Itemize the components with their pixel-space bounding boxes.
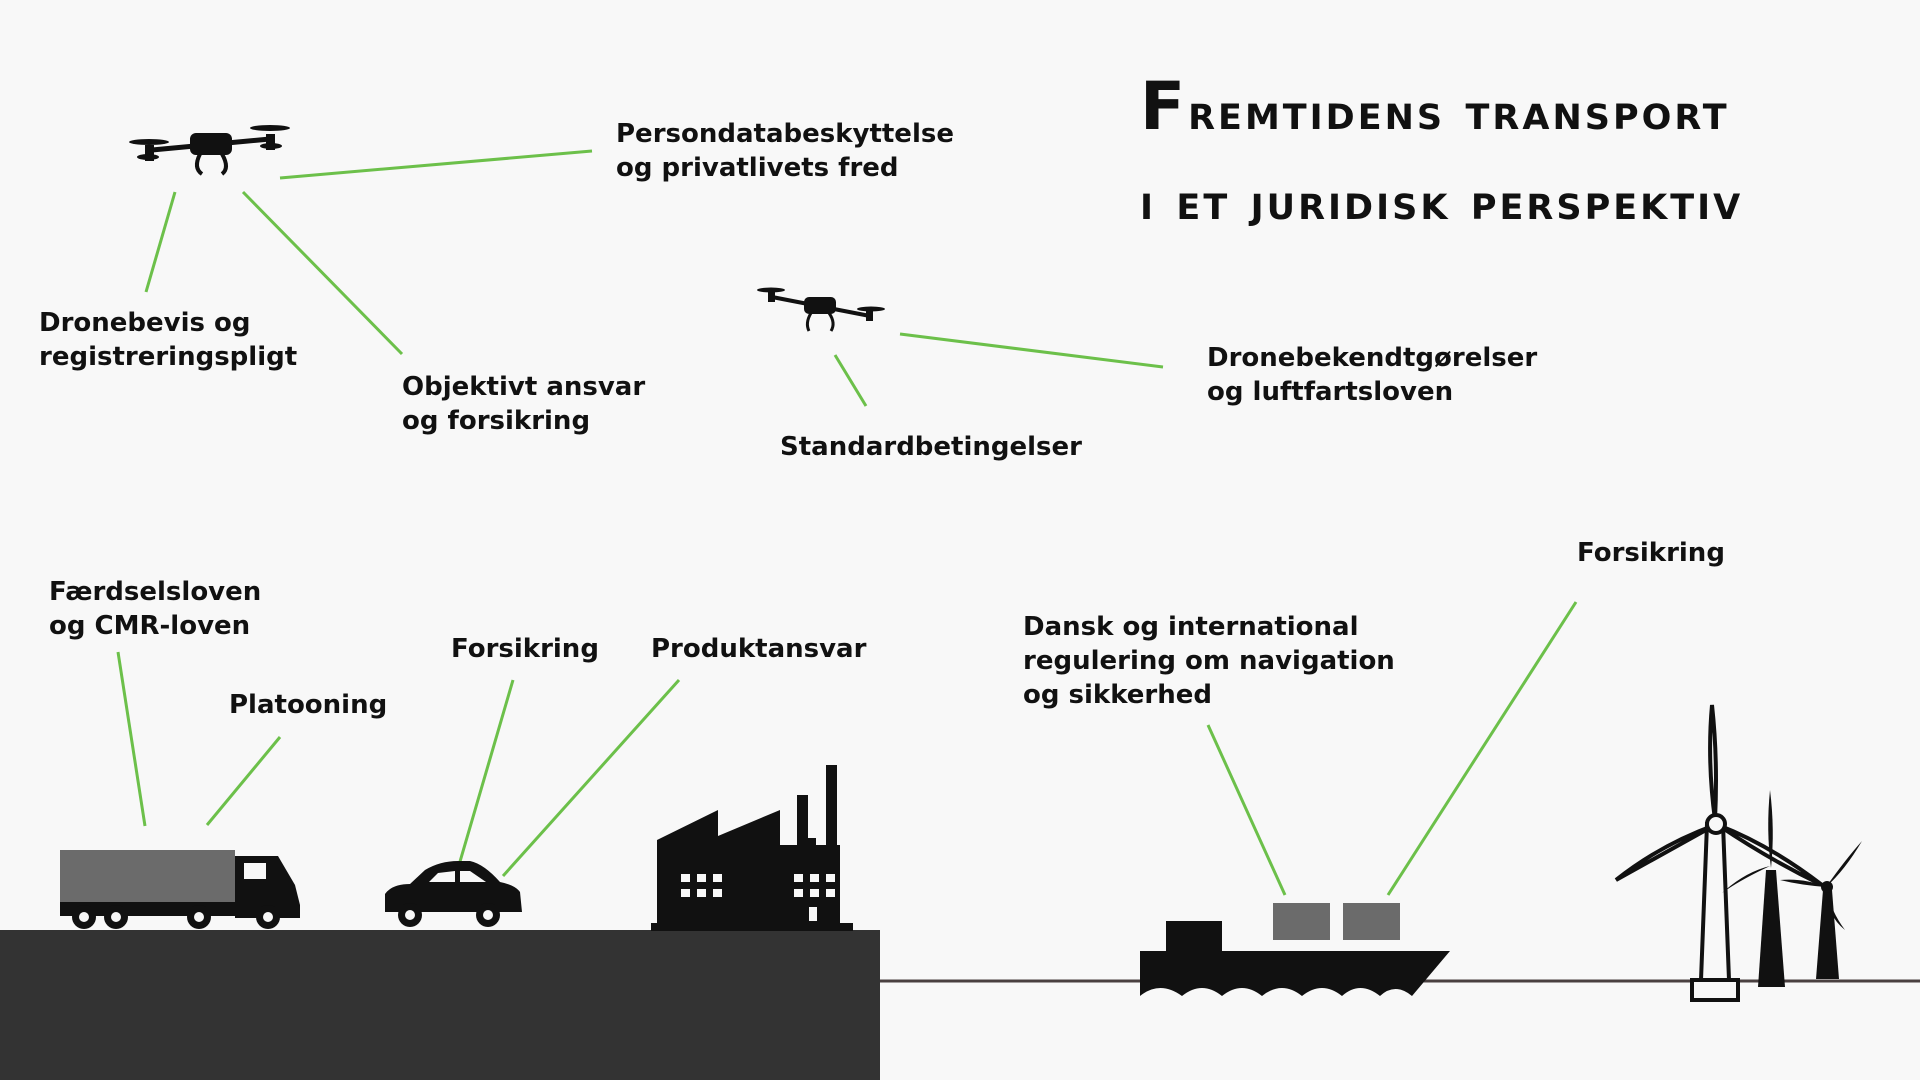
label-line: Forsikring <box>1577 538 1725 568</box>
connector-dronebek <box>899 332 1164 369</box>
label-line: Persondatabeskyttelse <box>616 119 954 149</box>
factory-icon <box>651 765 853 931</box>
truck-icon <box>60 850 300 929</box>
connector-persondata <box>279 149 593 180</box>
label-line: og CMR-loven <box>49 611 251 641</box>
drone-icon <box>129 125 290 176</box>
wind-turbine-icon <box>1614 704 1862 1002</box>
label-line: og sikkerhed <box>1023 680 1213 710</box>
label-line: Produktansvar <box>651 634 867 664</box>
label-platooning: Platooning <box>229 688 387 722</box>
ship-container <box>1343 903 1400 940</box>
label-line: og forsikring <box>402 406 591 436</box>
label-forsikring-wind: Forsikring <box>1577 536 1725 570</box>
label-line: Objektivt ansvar <box>402 372 646 402</box>
label-dronebekendtgorelser: Dronebekendtgørelser og luftfartsloven <box>1207 341 1537 409</box>
drone-icon <box>757 287 885 332</box>
title-rest: remtidens transport <box>1188 83 1730 141</box>
label-line: registreringspligt <box>39 342 298 372</box>
label-dansk-international: Dansk og international regulering om nav… <box>1023 610 1395 712</box>
label-line: Forsikring <box>451 634 599 664</box>
label-line: Færdselsloven <box>49 577 262 607</box>
ship-icon <box>1140 903 1450 996</box>
label-faerdselsloven: Færdselsloven og CMR-loven <box>49 575 261 643</box>
label-line: og privatlivets fred <box>616 153 899 183</box>
label-line: Dansk og international <box>1023 612 1359 642</box>
ship-container <box>1273 903 1330 940</box>
page-title: Fremtidens transport i et juridisk persp… <box>1140 62 1743 247</box>
label-line: Platooning <box>229 690 388 720</box>
connector-dansk <box>1206 724 1287 896</box>
label-forsikring-car: Forsikring <box>451 632 599 666</box>
land-ground <box>0 930 880 1080</box>
title-line-2: i et juridisk perspektiv <box>1140 173 1744 231</box>
car-icon <box>385 861 522 927</box>
label-objektivt-ansvar: Objektivt ansvar og forsikring <box>402 370 645 438</box>
label-line: Standardbetingelser <box>780 432 1082 462</box>
label-line: regulering om navigation <box>1023 646 1395 676</box>
label-dronebevis: Dronebevis og registreringspligt <box>39 306 297 374</box>
label-line: og luftfartsloven <box>1207 377 1454 407</box>
label-persondatabeskyttelse: Persondatabeskyttelse og privatlivets fr… <box>616 117 954 185</box>
label-produktansvar: Produktansvar <box>651 632 866 666</box>
connector-produktansvar <box>501 678 681 878</box>
connector-dronebevis <box>144 191 177 293</box>
label-line: Dronebekendtgørelser <box>1207 343 1538 373</box>
connector-lines <box>116 149 1578 896</box>
connector-faerdsel <box>116 651 147 827</box>
title-line-1: Fremtidens transport <box>1140 62 1743 157</box>
connector-forsikring-wind <box>1386 601 1578 896</box>
connector-standard <box>833 354 868 407</box>
label-line: Dronebevis og <box>39 308 251 338</box>
connector-platooning <box>205 736 282 826</box>
title-initial: F <box>1140 68 1189 145</box>
connector-objektivt <box>241 190 404 356</box>
connector-forsikring-car <box>457 679 515 866</box>
truck-cargo-box <box>60 850 235 904</box>
label-standardbetingelser: Standardbetingelser <box>780 430 1082 464</box>
